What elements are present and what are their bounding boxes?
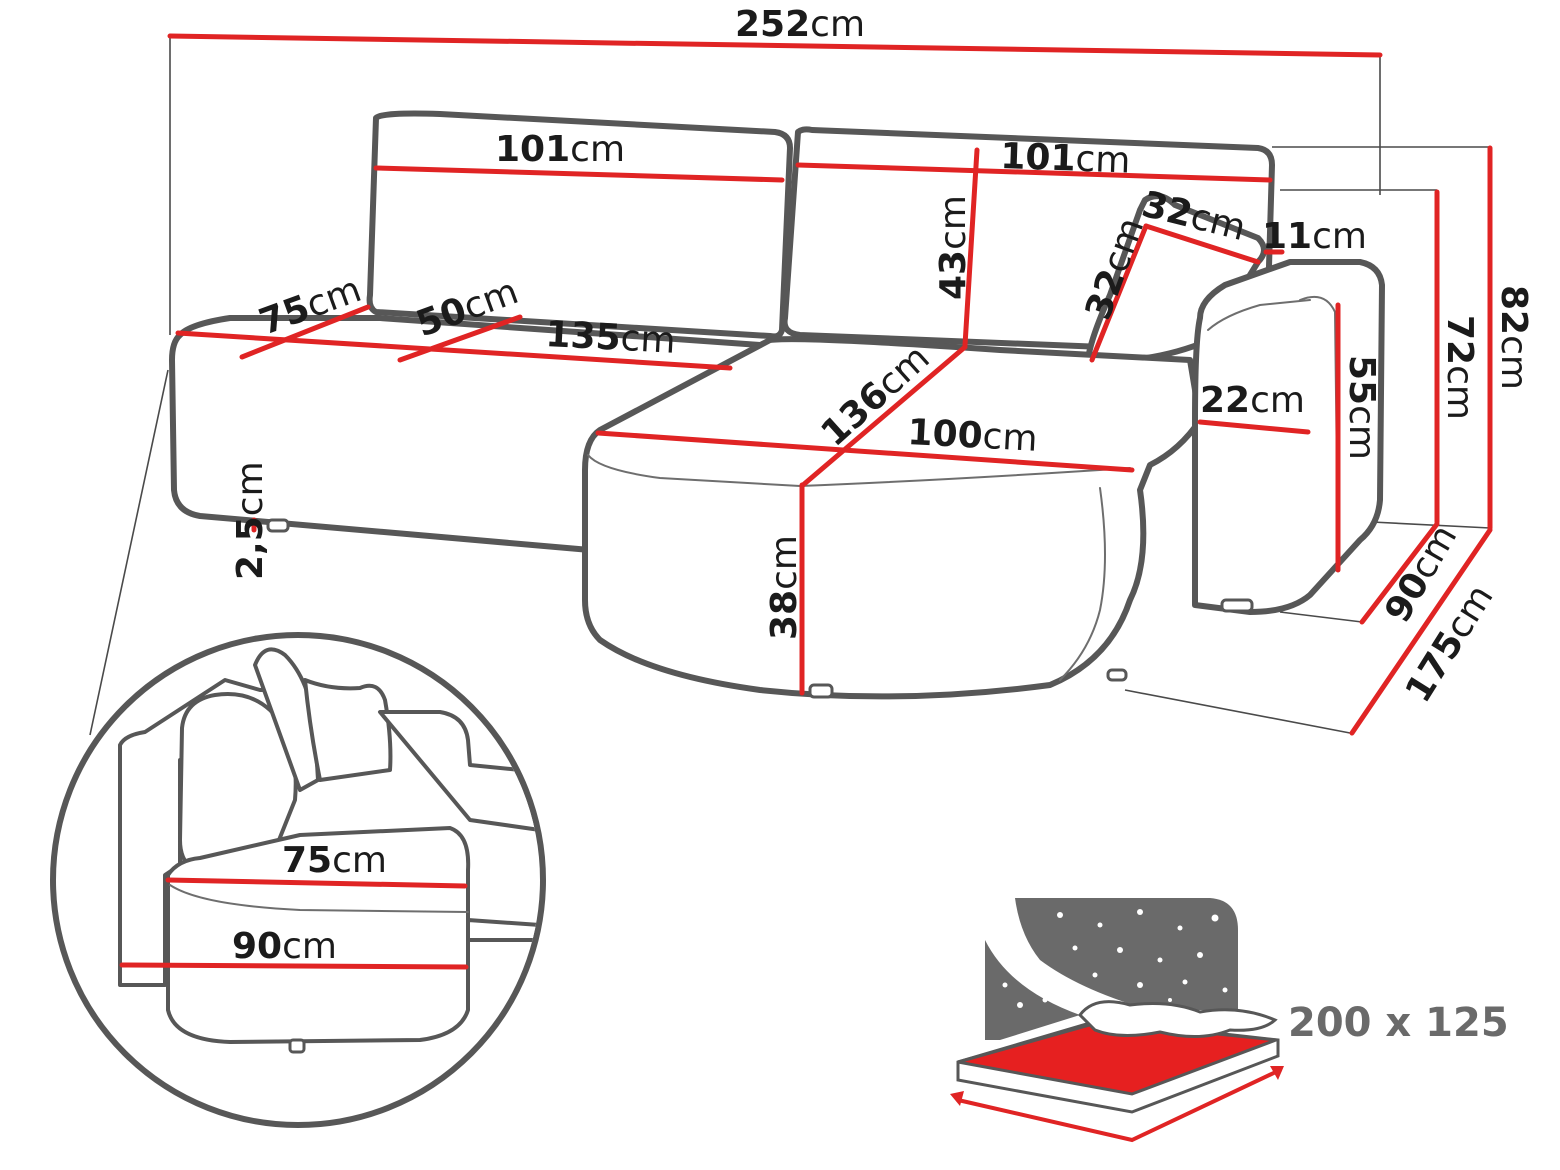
label-backrest-left-width: 101cm (495, 129, 625, 170)
label-armrest-height: 72cm (1439, 315, 1480, 420)
label-armrest-inner-height: 55cm (1341, 355, 1382, 460)
label-foot-height: 2,5cm (230, 461, 271, 580)
label-armrest-top-height: 11cm (1262, 216, 1367, 257)
label-total-height: 82cm (1493, 285, 1534, 390)
label-chaise-width: 100cm (907, 412, 1039, 460)
detail-pillow (303, 678, 393, 782)
bed-size-label: 200 x 125 (1288, 1000, 1509, 1046)
extension-lines (89, 35, 1491, 736)
label-backrest-height: 43cm (933, 195, 974, 300)
label-seat-height: 38cm (764, 535, 805, 640)
label-total-width: 252cm (735, 4, 865, 45)
bed-night-stars-icon (950, 898, 1284, 1143)
label-detail-seat-depth: 75cm (282, 840, 387, 881)
label-seat-width: 135cm (545, 314, 677, 362)
side-detail-view: 75cm 90cm (50, 632, 546, 1128)
label-armrest-width: 22cm (1200, 380, 1305, 421)
detail-armrest (378, 710, 540, 832)
sofa-illustration (169, 110, 1385, 700)
label-detail-total-depth: 90cm (232, 926, 337, 967)
label-backrest-right-width: 101cm (1000, 136, 1131, 182)
dimension-lines (167, 33, 1493, 736)
